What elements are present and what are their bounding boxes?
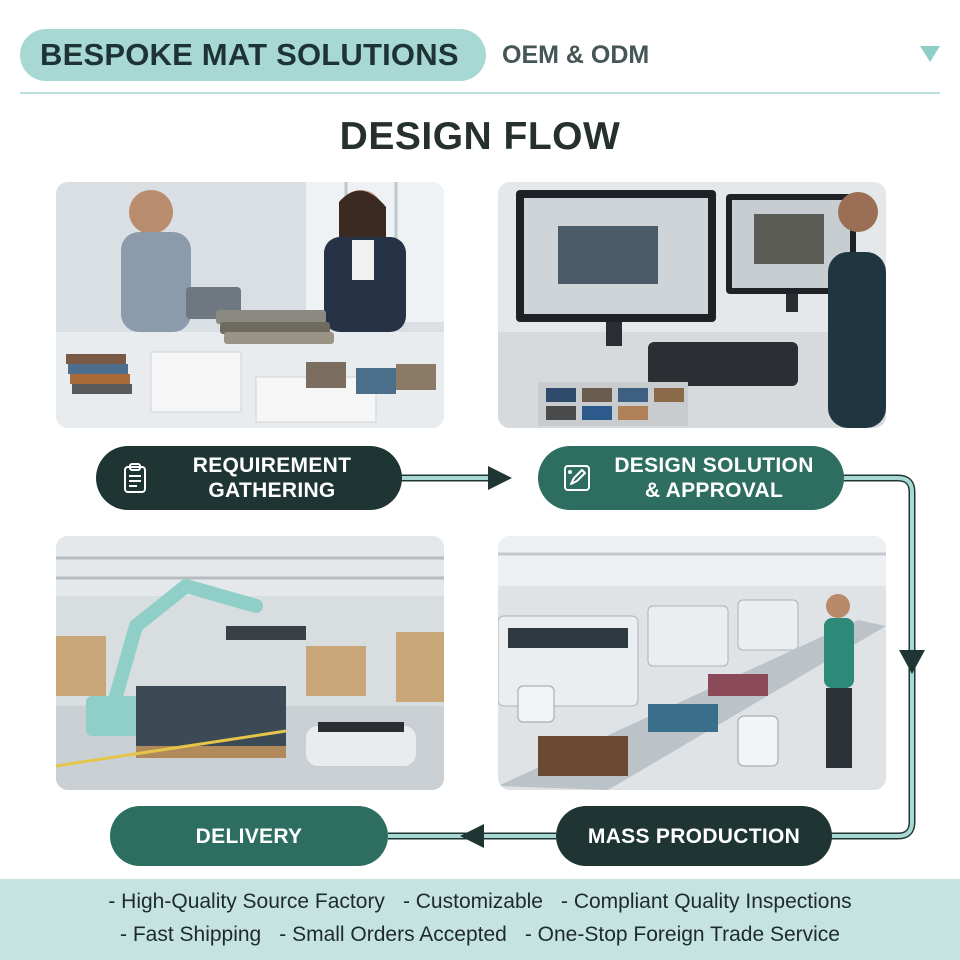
clipboard-icon: [124, 463, 146, 493]
warehouse-delivery-photo: [56, 536, 444, 790]
features-row-2: - Fast Shipping - Small Orders Accepted - …: [0, 923, 960, 947]
arrow-down-icon: [899, 650, 925, 674]
header-subtitle: OEM & ODM: [502, 41, 650, 69]
header-title: BESPOKE MAT SOLUTIONS: [40, 37, 459, 72]
features-footer: [0, 879, 960, 960]
feature-item: - Fast Shipping: [120, 923, 262, 946]
step-production-label: MASS PRODUCTION: [587, 824, 801, 848]
requirement-meeting-photo: [56, 182, 444, 428]
triangle-down-icon: [920, 46, 940, 62]
arrow-right-icon: [488, 466, 512, 490]
step-design-label: DESIGN SOLUTION & APPROVAL: [614, 454, 814, 502]
header-pill: [20, 29, 486, 81]
design-workstation-photo: [498, 182, 886, 428]
step-delivery-label: DELIVERY: [195, 824, 303, 848]
step-delivery: DELIVERY: [110, 806, 388, 866]
header-divider: [20, 92, 940, 94]
page-title: DESIGN FLOW: [339, 115, 621, 158]
arrow-left-icon: [460, 824, 484, 848]
design-edit-icon: [564, 465, 590, 491]
step-requirement-gathering: REQUIREMENT GATHERING: [96, 446, 402, 510]
feature-item: - Customizable: [402, 890, 543, 913]
step-mass-production: MASS PRODUCTION: [556, 806, 832, 866]
feature-item: - Compliant Quality Inspections: [561, 890, 852, 913]
feature-item: - Small Orders Accepted: [279, 923, 507, 946]
feature-item: - High-Quality Source Factory: [108, 890, 385, 913]
step-requirement-label: REQUIREMENT GATHERING: [192, 454, 352, 502]
feature-item: - One-Stop Foreign Trade Service: [524, 923, 840, 946]
step-design-approval: DESIGN SOLUTION & APPROVAL: [538, 446, 844, 510]
features-row-1: - High-Quality Source Factory - Customiza…: [0, 890, 960, 914]
production-line-photo: [498, 536, 886, 790]
